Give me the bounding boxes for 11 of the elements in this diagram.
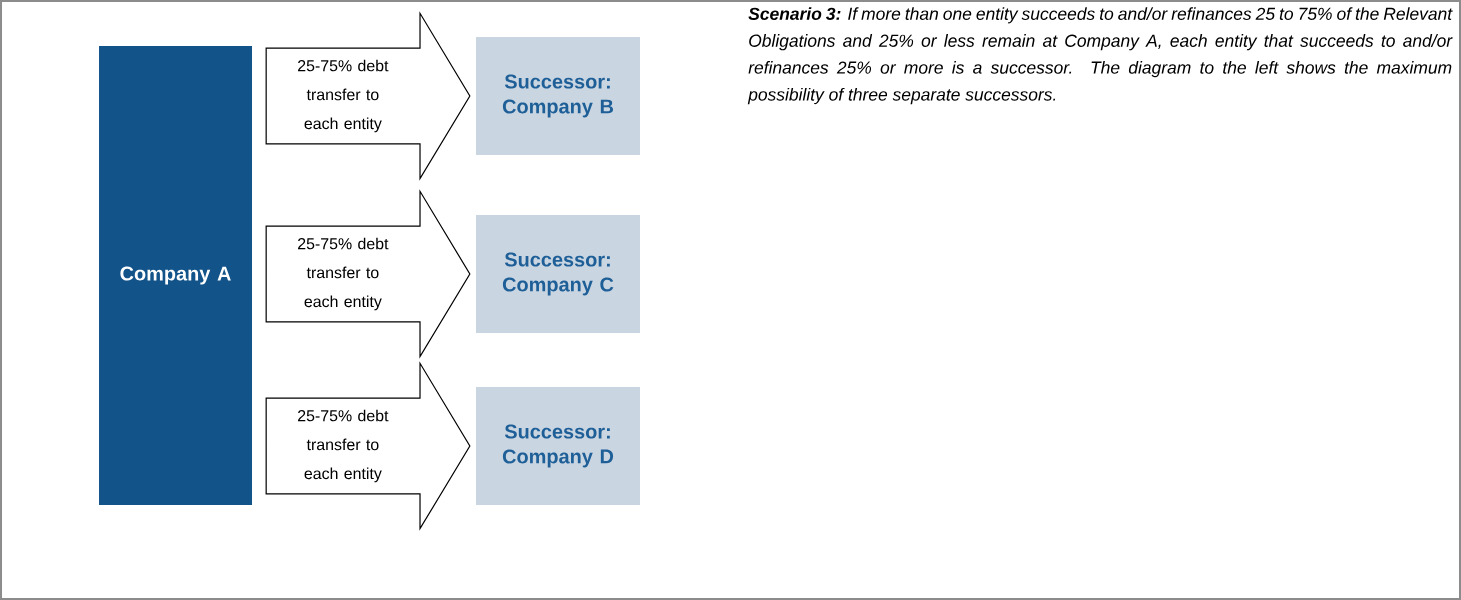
edge-label: 25-75% debt transfer to each entity [298,59,389,133]
successor-box: Successor: Company D [476,387,640,505]
successor-box: Successor: Company B [476,37,640,155]
block-arrow [265,189,471,359]
company-box: Company A [99,46,252,505]
edge-label: 25-75% debt transfer to each entity [298,237,389,311]
block-arrow [265,361,471,531]
successor-box: Successor: Company C [476,215,640,333]
block-arrow [265,11,471,181]
description-text: Scenario 3: If more than one entity succeeds to and/or refinances 25 to 75% of the Relevant Obligations and 25% or less remain at Company A, each entity that succeeds to and/or refinances 25% or more is a successor. The diagram to the left shows the maximum possibility of three separate successors. [747,7,1453,105]
edge-label: 25-75% debt transfer to each entity [298,409,389,483]
